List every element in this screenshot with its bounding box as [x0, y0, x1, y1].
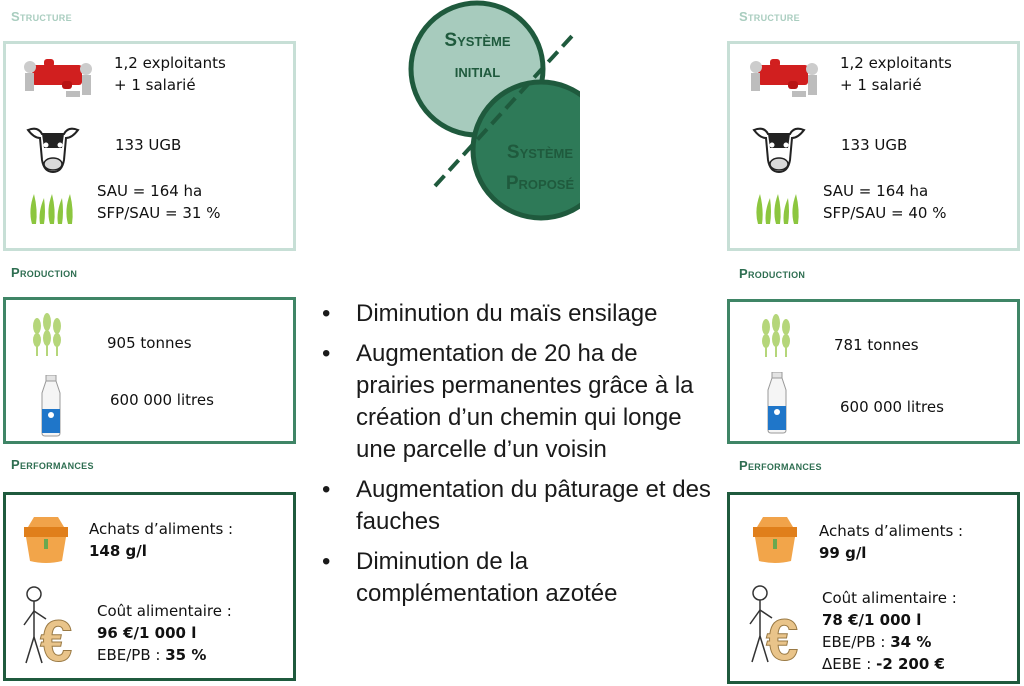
right-ugb: 133 UGB [841, 136, 908, 154]
left-performances-title: Performances [11, 457, 94, 472]
left-tonnes: 905 tonnes [107, 334, 192, 352]
bullet-item: • Diminution du maïs ensilage [322, 298, 712, 330]
right-workers-line2: + 1 salarié [840, 76, 922, 94]
bullet-text: Augmentation du pâturage et des fauches [356, 476, 711, 535]
right-cout-value: 78 €/1 000 l [822, 611, 922, 629]
right-ebe-label: EBE/PB : [822, 633, 891, 651]
wheat-icon [33, 313, 61, 356]
left-workers-line2: + 1 salarié [114, 76, 196, 94]
svg-text:€: € [766, 608, 798, 668]
right-workers-line1: 1,2 exploitants [840, 54, 952, 72]
euro-person-icon: € [749, 585, 799, 668]
milk-bottle-icon [41, 375, 61, 437]
system-initial-line1: Système [444, 30, 511, 51]
bullet-dot: • [322, 476, 331, 503]
right-structure-title: Structure [739, 9, 800, 24]
wheat-icon [762, 314, 790, 357]
puzzle-workers-icon [24, 59, 92, 97]
bullet-item: • Augmentation du pâturage et des fauches [322, 474, 712, 538]
right-debe-row: ΔEBE : -2 200 € [822, 653, 945, 675]
right-achats-value: 99 g/l [819, 544, 867, 562]
right-sfp: SFP/SAU = 40 % [823, 204, 947, 222]
milk-bottle-icon [767, 372, 787, 434]
bullet-item: • Diminution de la complémentation azotée [322, 546, 712, 610]
left-ugb: 133 UGB [115, 136, 182, 154]
puzzle-workers-icon [750, 59, 818, 97]
left-production-title: Production [11, 265, 78, 280]
bullet-text: Diminution de la complémentation azotée [356, 548, 618, 607]
bullet-dot: • [322, 548, 331, 575]
right-performances-title: Performances [739, 458, 822, 473]
left-sfp: SFP/SAU = 31 % [97, 204, 221, 222]
cow-icon [26, 127, 80, 174]
right-ebe-row: EBE/PB : 34 % [822, 631, 931, 653]
left-achats-value: 148 g/l [89, 542, 147, 560]
right-production-title: Production [739, 266, 806, 281]
right-sau: SAU = 164 ha [823, 182, 929, 200]
grass-icon [756, 194, 799, 224]
system-propose-line1: Système [506, 142, 574, 163]
right-litres: 600 000 litres [840, 398, 944, 416]
right-achats-label: Achats d’aliments : [819, 522, 964, 540]
euro-person-icon: € [23, 586, 73, 669]
system-initial-line2: initial [454, 61, 501, 82]
left-workers-line1: 1,2 exploitants [114, 54, 226, 72]
cow-icon [752, 127, 806, 174]
bullet-item: • Augmentation de 20 ha de prairies perma… [322, 338, 712, 466]
dashed-divider [433, 34, 574, 188]
left-structure-title: Structure [11, 9, 72, 24]
left-ebe-row: EBE/PB : 35 % [97, 644, 206, 666]
bullet-dot: • [322, 340, 331, 367]
system-initial-label: Système initial [420, 25, 535, 87]
right-debe-label: ΔEBE : [822, 655, 877, 673]
left-achats-label: Achats d’aliments : [89, 520, 234, 538]
bullet-dot: • [322, 300, 331, 327]
right-ebe-value: 34 % [890, 633, 932, 651]
left-cout-value: 96 €/1 000 l [97, 624, 197, 642]
left-ebe-value: 35 % [165, 646, 207, 664]
feed-sack-icon [753, 517, 797, 563]
feed-sack-icon [24, 517, 68, 563]
left-ebe-label: EBE/PB : [97, 646, 166, 664]
left-sau: SAU = 164 ha [97, 182, 203, 200]
system-circles [408, 0, 580, 221]
left-cout-label: Coût alimentaire : [97, 602, 232, 620]
right-cout-label: Coût alimentaire : [822, 589, 957, 607]
grass-icon [30, 194, 73, 224]
right-tonnes: 781 tonnes [834, 336, 919, 354]
bullet-list: • Diminution du maïs ensilage • Augmentati… [322, 298, 712, 618]
bullet-text: Diminution du maïs ensilage [356, 300, 658, 327]
bullet-text: Augmentation de 20 ha de prairies perman… [356, 340, 694, 463]
system-propose-line2: Proposé [505, 173, 575, 194]
system-propose-label: Système Proposé [481, 137, 599, 199]
right-debe-value: -2 200 € [876, 655, 945, 673]
svg-text:€: € [40, 609, 72, 669]
left-litres: 600 000 litres [110, 391, 214, 409]
